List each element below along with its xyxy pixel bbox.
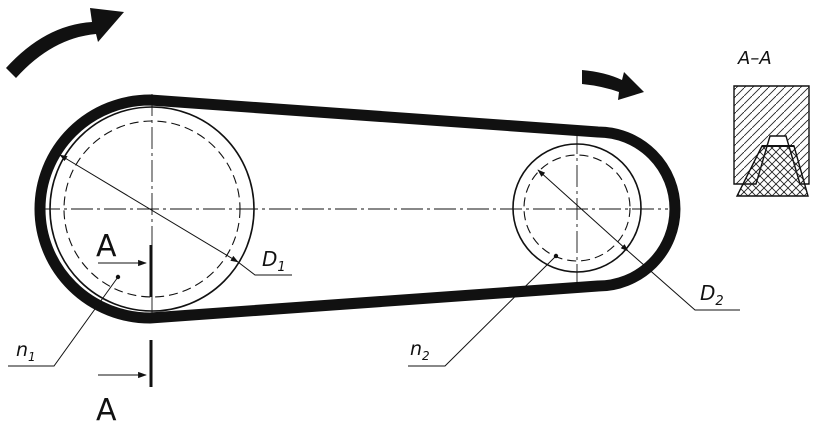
cut-label-top: A — [96, 229, 117, 264]
n2-leader — [408, 255, 557, 367]
d1-label: D1 — [262, 247, 286, 275]
cut-label-bottom: A — [96, 393, 117, 428]
small-pulley-pitch-circle — [523, 154, 631, 262]
d2-dimension-line — [537, 169, 629, 252]
section-title: A–A — [737, 48, 772, 69]
n1-label: n1 — [16, 339, 36, 364]
d1-dimension-line — [59, 154, 239, 263]
n2-label: n2 — [410, 338, 430, 363]
d1-leader — [237, 261, 292, 276]
belt — [34, 94, 681, 324]
section-pulley-body — [733, 85, 810, 185]
section-view — [733, 85, 810, 197]
d2-leader — [627, 250, 740, 311]
rotation-arrow-large-icon — [6, 8, 124, 78]
d2-label: D2 — [700, 281, 724, 309]
n1-leader — [8, 276, 119, 367]
rotation-arrow-small-icon — [582, 70, 644, 100]
